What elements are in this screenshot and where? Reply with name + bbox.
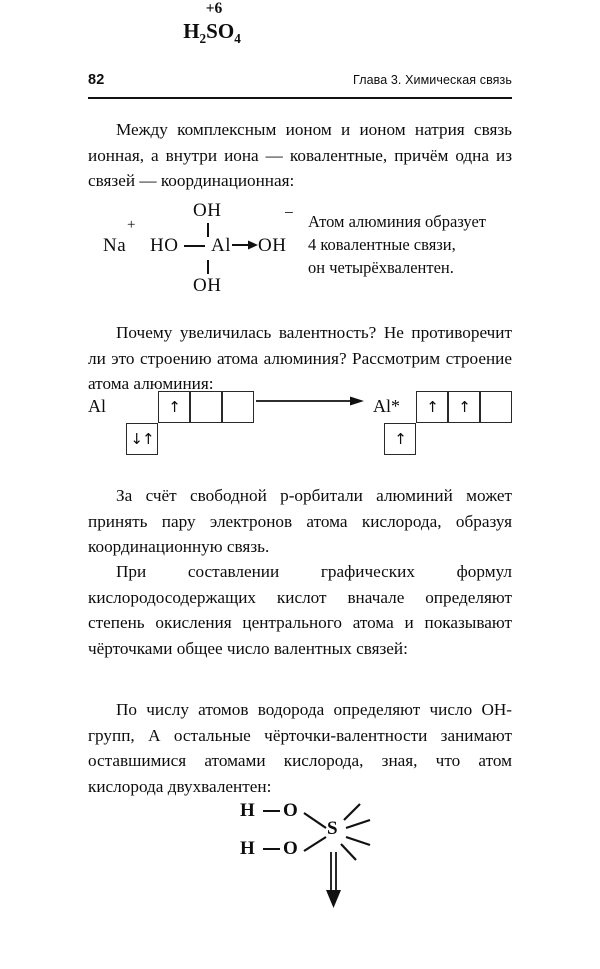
annotation-line-3: он четырёхвалентен. xyxy=(308,258,454,277)
orbital-label-excited: Al* xyxy=(373,396,400,416)
formula-s: S xyxy=(206,19,218,43)
bond-h-o-top xyxy=(263,810,280,813)
excitation-arrow-icon xyxy=(256,396,364,406)
paragraph-graphic-formulas: При составлении графических формул кисло… xyxy=(88,562,512,658)
orbital-cell-p1-ground xyxy=(158,391,190,423)
electron-spin-s-ground: ↓↑ xyxy=(130,430,154,448)
bond-horizontal-left xyxy=(184,245,205,247)
paragraph-free-orbital: За счёт свободной p-орбитали алюминий мо… xyxy=(88,486,512,557)
molecular-formula: H2SO4 xyxy=(0,18,424,52)
orbital-cell-p2-excited xyxy=(448,391,480,423)
formula-sulfuric-acid: +6 H2SO4 xyxy=(0,0,424,52)
ligand-hydroxyl-bottom: OH xyxy=(193,275,222,296)
atom-oxygen-top: O xyxy=(283,800,298,821)
paragraph-intro: Между комплексным ионом и ионом натрия с… xyxy=(88,120,512,191)
orbital-cell-p2-ground xyxy=(190,391,222,423)
formula-sulfuric-acid-structural: H O H O S xyxy=(88,790,512,915)
atom-sodium: Na xyxy=(103,235,127,256)
orbital-cell-p3-ground xyxy=(222,391,254,423)
bond-h-o-bottom xyxy=(263,848,280,851)
electron-spin-p1-ground: ↑ xyxy=(168,398,181,416)
paragraph-valence-question: Почему увеличилась валентность? Не проти… xyxy=(88,323,512,394)
ligand-hydroxyl-left: HO xyxy=(150,235,179,256)
paragraph-oh-groups: По числу атомов водорода определяют числ… xyxy=(88,700,512,796)
oxidation-state-label: +6 xyxy=(205,0,223,17)
formula-sodium-aluminate: Na + − OH HO Al OH OH Атом алюминия обра… xyxy=(88,190,512,308)
bond-vertical-bottom xyxy=(207,260,209,274)
ligand-hydroxyl-top: OH xyxy=(193,200,222,221)
charge-complex-minus: − xyxy=(284,203,294,222)
formula-o-subscript: 4 xyxy=(234,31,241,47)
coordinate-bond-arrow-icon xyxy=(232,240,258,250)
orbital-label-ground: Al xyxy=(88,396,106,416)
formula-h: H xyxy=(183,19,200,43)
electron-spin-p2-excited: ↑ xyxy=(458,398,471,416)
orbital-cell-s-excited xyxy=(384,423,416,455)
header-rule xyxy=(88,97,512,99)
electron-spin-s-excited: ↑ xyxy=(394,430,407,448)
atom-aluminium: Al xyxy=(211,235,231,256)
orbital-cell-s-ground xyxy=(126,423,158,455)
valence-bond-lines xyxy=(303,803,371,908)
annotation-line-1: Атом алюминия образует xyxy=(308,212,487,231)
atom-sulfur-center: S xyxy=(327,818,338,839)
page-number: 82 xyxy=(88,72,105,88)
ligand-hydroxyl-coordinate: OH xyxy=(258,235,287,256)
atom-hydrogen-bottom: H xyxy=(240,838,255,859)
orbital-diagram-aluminium: Al ↑ ↓↑ Al* ↑ ↑ ↑ xyxy=(88,386,512,458)
atom-hydrogen-top: H xyxy=(240,800,255,821)
formula-o: O xyxy=(217,19,235,43)
atom-oxygen-bottom: O xyxy=(283,838,298,859)
chapter-title: Глава 3. Химическая связь xyxy=(353,73,512,87)
annotation-line-2: 4 ковалентные связи, xyxy=(308,235,456,254)
charge-sodium-plus: + xyxy=(127,217,136,233)
bond-vertical-top xyxy=(207,223,209,237)
orbital-cell-p3-excited xyxy=(480,391,512,423)
formula-annotation: Атом алюминия образует 4 ковалентные свя… xyxy=(308,210,518,279)
formula-h-subscript: 2 xyxy=(199,31,207,47)
electron-spin-p1-excited: ↑ xyxy=(426,398,439,416)
orbital-cell-p1-excited xyxy=(416,391,448,423)
running-head: 82 Глава 3. Химическая связь xyxy=(88,72,512,94)
